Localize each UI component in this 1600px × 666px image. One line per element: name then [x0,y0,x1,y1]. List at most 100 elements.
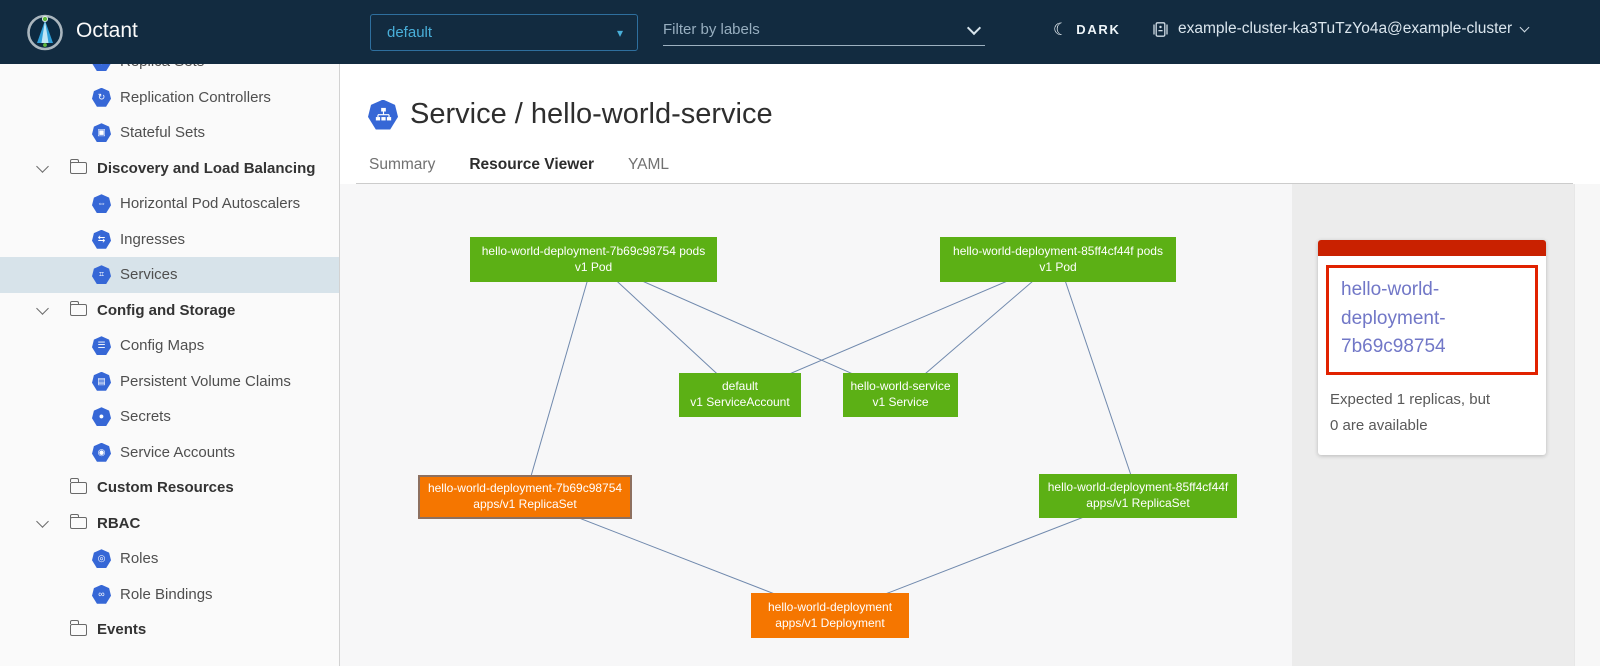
node-kind: v1 Pod [1039,259,1077,274]
sidebar-item-replication-controllers[interactable]: ↻ Replication Controllers [0,80,339,116]
stateful-sets-icon: ▣ [92,123,111,143]
tab-divider [356,183,1573,184]
node-label: hello-world-service [850,379,951,394]
sidebar-item-label: Secrets [120,408,171,426]
sidebar-item-services[interactable]: ⌗Services [0,257,339,293]
folder-icon [69,300,87,317]
status-card-accent-bar [1318,240,1546,256]
node-kind: v1 Pod [574,259,613,274]
sidebar-group-label: Events [97,621,147,639]
sidebar-group-label: Config and Storage [97,301,236,319]
chevron-down-icon [966,20,982,35]
node-kind: apps/v1 Deployment [775,615,885,630]
sidebar-item-label: Service Accounts [120,443,236,461]
sidebar-group-label: Custom Resources [97,479,234,497]
node-label: hello-world-deployment-7b69c98754 pods [481,243,706,258]
sidebar-item-replica-sets[interactable]: ⊕ Replica Sets [0,64,339,80]
sidebar-item-ingresses[interactable]: ⇆ Ingresses [0,222,339,258]
theme-toggle-label: DARK [1076,22,1121,37]
node-label: hello-world-deployment-85ff4cf44f pods [953,243,1163,258]
replica-sets-icon: ⊕ [92,64,111,72]
sidebar-item-role-bindings[interactable]: ∞ Role Bindings [0,577,339,613]
sidebar-item-label: Replication Controllers [120,88,271,106]
app-title: Octant [76,19,138,42]
cluster-icon [1153,21,1168,37]
resource-link[interactable]: hello-world-deployment-7b69c98754 [1341,279,1446,357]
top-navbar: Octant default ▾ Filter by labels ☾ DARK… [0,0,1600,64]
sidebar-item-rbac[interactable]: RBAC [0,506,339,542]
chevron-down-icon[interactable] [36,159,49,173]
chevron-down-icon [1519,22,1530,33]
sidebar-item-config-and-storage[interactable]: Config and Storage [0,293,339,329]
sidebar-item-roles[interactable]: ◎Roles [0,541,339,577]
node-kind: v1 ServiceAccount [690,395,790,409]
chevron-slot [36,301,56,315]
node-label: hello-world-deployment-85ff4cf44f [1047,480,1229,495]
node-label: default [721,379,759,394]
chevron-down-icon[interactable] [36,514,49,528]
tab-resource-viewer[interactable]: Resource Viewer [468,152,595,186]
secrets-icon: ● [92,407,111,427]
sidebar-item-events[interactable]: Events [0,612,339,648]
chevron-slot [36,485,56,490]
sidebar-item-label: Role Bindings [120,585,213,603]
node-kind: v1 Service [872,395,929,409]
dark-theme-toggle[interactable]: ☾ DARK [1053,21,1121,38]
service-accounts-icon: ◉ [92,442,111,462]
node-label: hello-world-deployment-7b69c98754 [427,481,623,496]
sidebar-item-discovery-and-load-balancing[interactable]: Discovery and Load Balancing [0,151,339,187]
folder-icon [69,620,87,636]
namespace-value: default [387,24,433,41]
sidebar-item-secrets[interactable]: ● Secrets [0,399,339,435]
sidebar-item-config-maps[interactable]: ☰ Config Maps [0,328,339,364]
node-label: hello-world-deployment [767,599,893,614]
sidebar-item-label: Stateful Sets [120,124,206,142]
horizontal-pod-autoscalers-icon: ⇔ [92,194,111,214]
label-filter-input[interactable]: Filter by labels [663,14,985,46]
chevron-slot [36,159,56,173]
config-maps-icon: ☰ [92,336,111,356]
sidebar-group-label: Discovery and Load Balancing [97,159,316,177]
services-icon: ⌗ [92,265,111,285]
cluster-context-selector[interactable]: example-cluster-ka3TuTzYo4a@example-clus… [1152,20,1530,38]
persistent-volume-claims-icon: ▤ [92,371,111,391]
node-kind: apps/v1 ReplicaSet [473,497,577,511]
scrollbar-track[interactable] [1574,184,1600,666]
namespace-dropdown[interactable]: default ▾ [370,14,638,51]
roles-icon: ◎ [92,549,111,569]
sidebar-item-stateful-sets[interactable]: ▣ Stateful Sets [0,115,339,151]
role-bindings-icon: ∞ [92,584,111,604]
replication-controllers-icon: ↻ [92,87,111,107]
sidebar-item-custom-resources[interactable]: Custom Resources [0,470,339,506]
tab-summary[interactable]: Summary [369,156,436,173]
sidebar-item-label: Ingresses [120,230,186,248]
chevron-slot [36,514,56,528]
octant-logo-icon [27,14,63,51]
sidebar-item-horizontal-pod-autoscalers[interactable]: ⇔ Horizontal Pod Autoscalers [0,186,339,222]
folder-icon [69,158,87,175]
sidebar-item-label: Config Maps [120,337,205,355]
label-filter-placeholder: Filter by labels [663,21,760,38]
sidebar-item-label: Horizontal Pod Autoscalers [120,195,301,213]
sidebar-item-service-accounts[interactable]: ◉ Service Accounts [0,435,339,471]
sidebar-item-label: Replica Sets [120,64,204,70]
folder-icon [69,513,87,530]
chevron-down-icon[interactable] [36,301,49,315]
page-title: Service / hello-world-service [410,98,773,130]
sidebar-group-label: RBAC [97,514,141,532]
ingresses-icon: ⇆ [92,229,111,249]
moon-icon: ☾ [1053,20,1069,39]
sidebar-item-persistent-volume-claims[interactable]: ▤Persistent Volume Claims [0,364,339,400]
sidebar-navigation: ⊕ Replica Sets ↻ Replication Controllers ▣ St… [0,64,340,666]
cluster-context-label: example-cluster-ka3TuTzYo4a@example-clus… [1178,20,1513,37]
tab-yaml[interactable]: YAML [627,156,670,173]
status-card: hello-world-deployment-7b69c98754 Expect… [1318,240,1546,455]
